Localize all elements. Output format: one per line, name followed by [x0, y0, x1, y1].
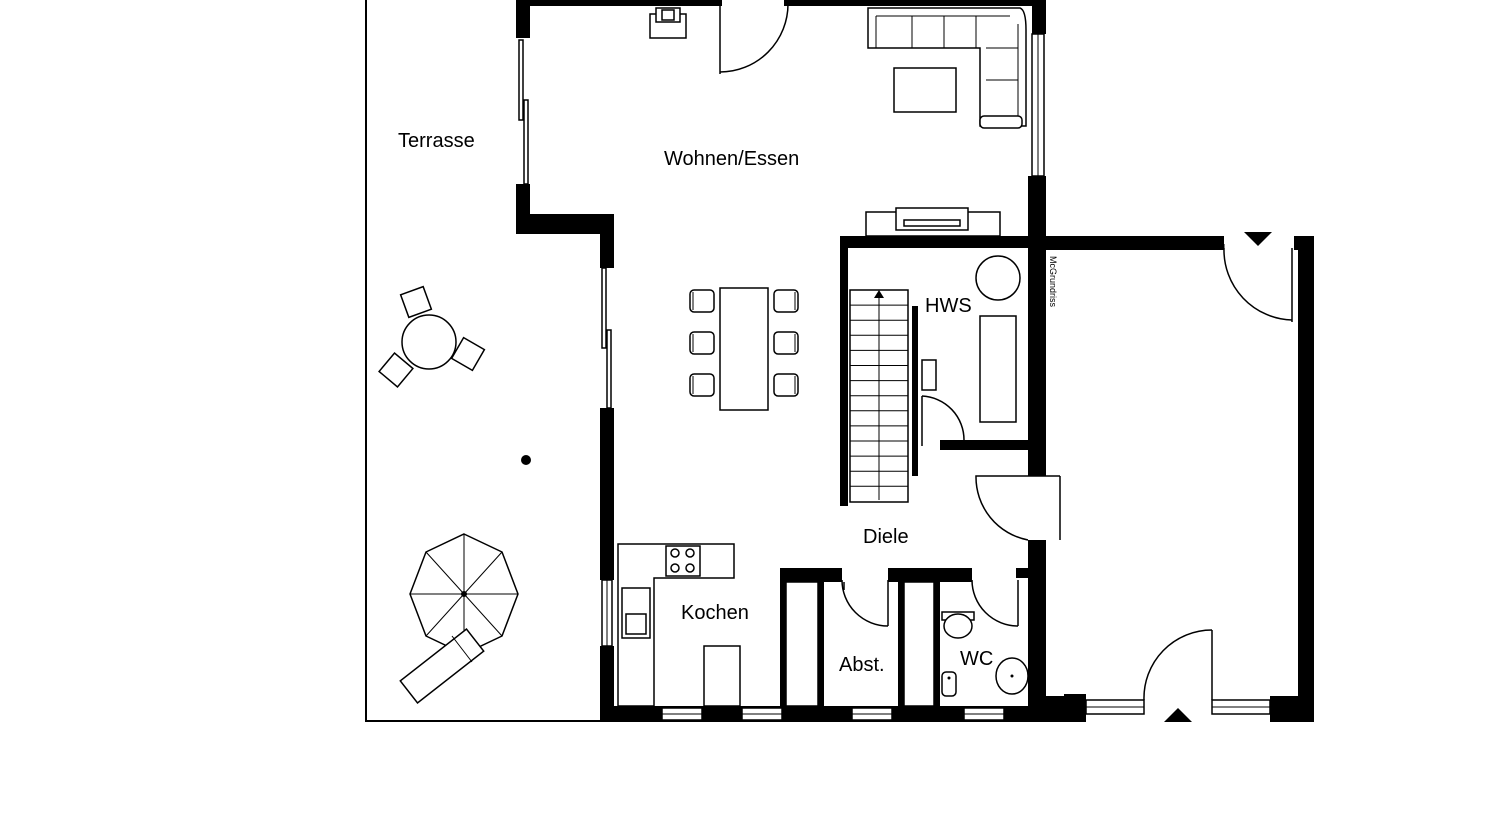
terrace-outline [365, 0, 600, 722]
wash-basin [995, 657, 1029, 695]
room-label-abst: Abst. [839, 654, 885, 676]
terrace-dot [521, 455, 531, 465]
sofa [867, 7, 1027, 129]
watermark-lower: McGrundriss [1032, 654, 1042, 706]
watermark-upper: McGrundriss [1048, 256, 1058, 308]
room-label-hws: HWS [925, 295, 972, 317]
doors [719, 3, 1061, 627]
room-labels: Terrasse Wohnen/Essen HWS Diele Kochen A… [398, 130, 993, 676]
terrace-table-set [378, 285, 486, 388]
dining-table [689, 287, 799, 411]
fireplace [649, 7, 687, 39]
windows [518, 33, 1045, 721]
hws-equipment [921, 255, 1021, 423]
room-label-kochen: Kochen [681, 602, 749, 624]
sun-lounger [399, 628, 485, 704]
room-label-wohnen-essen: Wohnen/Essen [664, 148, 799, 170]
garage [1046, 232, 1314, 722]
tv-sideboard [865, 207, 1001, 237]
room-label-terrasse: Terrasse [398, 130, 475, 152]
toilet [941, 611, 975, 697]
kitchen-counter [617, 543, 819, 707]
coffee-table [893, 67, 957, 113]
room-label-diele: Diele [863, 526, 909, 548]
room-label-wc: WC [960, 648, 993, 670]
staircase [849, 289, 918, 503]
watermarks: McGrundriss McGrundriss [1032, 256, 1058, 706]
house-walls [516, 0, 1046, 722]
abst-shelf [903, 581, 935, 707]
